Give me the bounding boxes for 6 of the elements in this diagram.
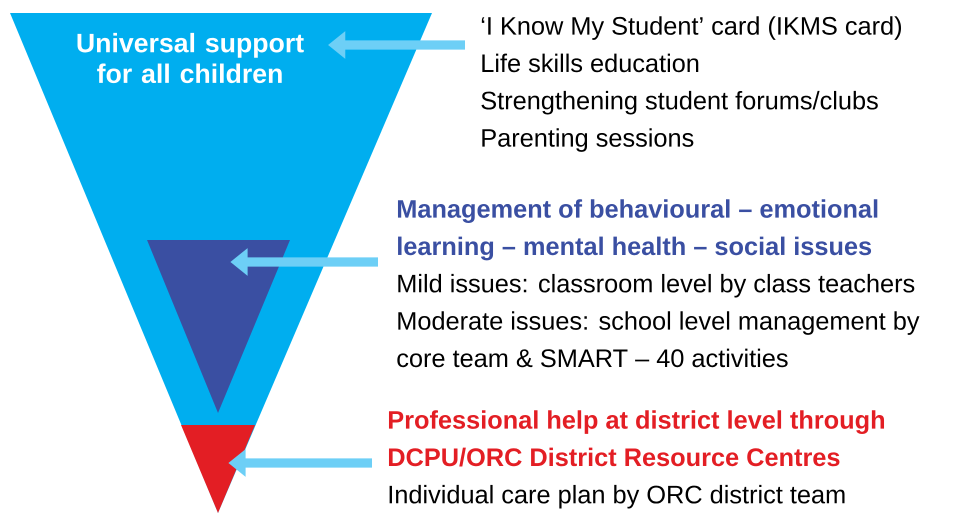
funnel-triangle	[147, 240, 290, 413]
list-item: Strengthening student forums/clubs	[481, 90, 878, 115]
list-item: Life skills education	[482, 54, 698, 72]
list-item: Parenting sessions	[482, 128, 694, 152]
funnel-triangle	[181, 425, 256, 513]
list-item: ‘I Know My Student’ card (IKMS card)	[482, 16, 901, 40]
